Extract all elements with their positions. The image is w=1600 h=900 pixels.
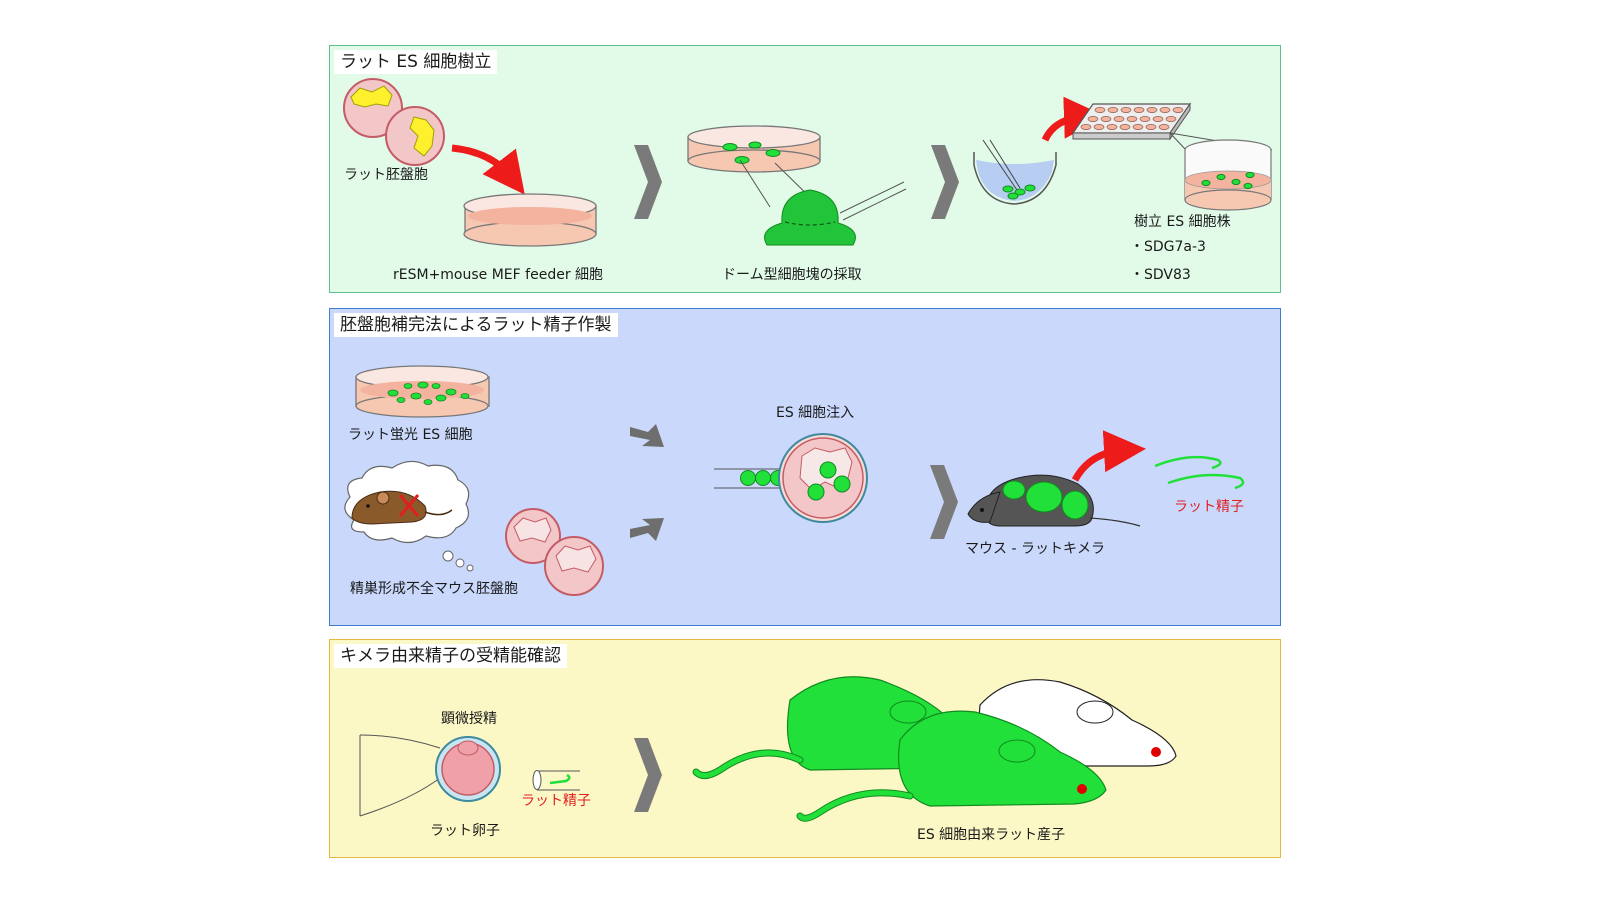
es-line-item: ・SDG7a-3 bbox=[1130, 239, 1206, 255]
panel-title: ラット ES 細胞樹立 bbox=[334, 50, 498, 74]
well-zoom-icon bbox=[1184, 139, 1272, 211]
sperm-injection-pipette-icon bbox=[532, 770, 580, 791]
panel-title: 胚盤胞補完法によるラット精子作製 bbox=[334, 313, 618, 337]
rat-blastocyst-icon bbox=[343, 78, 445, 166]
step-arrow-icon bbox=[930, 465, 958, 539]
dome-colony-label: ドーム型細胞塊の採取 bbox=[722, 267, 862, 283]
transfer-arrow bbox=[451, 144, 525, 195]
zoom-line bbox=[739, 159, 771, 208]
step-arrow-icon bbox=[931, 145, 959, 219]
chimera-mouse-icon bbox=[967, 474, 1141, 527]
rat-sperm-label: ラット精子 bbox=[521, 793, 591, 809]
step-arrow-icon bbox=[634, 738, 662, 812]
pipette-icon bbox=[839, 181, 905, 214]
converging-arrow-icon bbox=[630, 424, 664, 541]
blastocyst-label: ラット胚盤胞 bbox=[344, 167, 428, 183]
well-plate-icon bbox=[1071, 102, 1192, 141]
chimera-label: マウス - ラットキメラ bbox=[965, 541, 1105, 557]
es-line-item: ・SDV83 bbox=[1130, 267, 1191, 283]
feeder-label: rESM+mouse MEF feeder 細胞 bbox=[393, 267, 604, 283]
sperm-arrow bbox=[1071, 430, 1146, 482]
rat-oocyte-label: ラット卵子 bbox=[430, 823, 500, 839]
fluorescent-es-label: ラット蛍光 ES 細胞 bbox=[348, 427, 473, 443]
dome-colony-icon bbox=[764, 189, 856, 246]
rat-sperm-icon bbox=[1154, 455, 1245, 490]
collection-dish-icon bbox=[973, 139, 1057, 205]
injection-icon bbox=[714, 433, 868, 523]
dome-colony-dish-icon bbox=[687, 125, 821, 173]
step-arrow-icon bbox=[634, 145, 662, 219]
es-injection-label: ES 細胞注入 bbox=[776, 405, 855, 421]
es-line-title: 樹立 ES 細胞株 bbox=[1134, 214, 1231, 230]
infertile-mouse-icon bbox=[351, 490, 453, 525]
green-rat-pup-icon bbox=[796, 710, 1107, 822]
mouse-blastocyst-icon bbox=[505, 508, 604, 596]
transfer-arrow bbox=[1041, 96, 1106, 142]
rat-sperm-label: ラット精子 bbox=[1174, 499, 1244, 515]
panel-title: キメラ由来精子の受精能確認 bbox=[334, 644, 567, 668]
es-derived-pups-label: ES 細胞由来ラット産子 bbox=[917, 827, 1066, 843]
es-cell-dish-icon bbox=[355, 365, 490, 418]
icsi-label: 顕微授精 bbox=[441, 711, 497, 727]
micromanipulation-icon bbox=[359, 734, 501, 817]
mouse-blastocyst-label: 精巣形成不全マウス胚盤胞 bbox=[350, 581, 518, 597]
culture-dish-icon bbox=[463, 193, 597, 247]
